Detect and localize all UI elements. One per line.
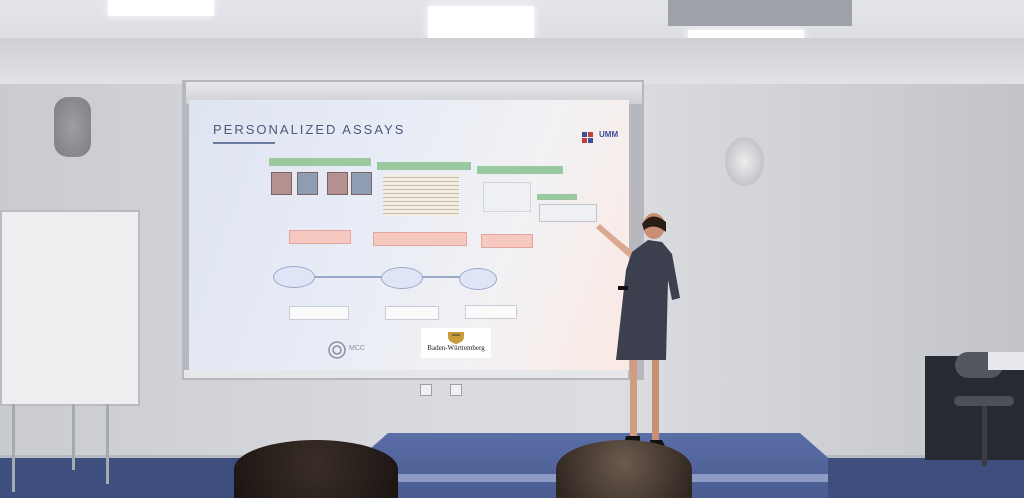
slide-title: PERSONALIZED ASSAYS (213, 122, 406, 137)
umm-logo-icon (581, 130, 627, 152)
flip-chart-leg (72, 404, 75, 470)
slide-title-rule (213, 142, 275, 144)
diagram-node (459, 268, 497, 290)
diagram-node (381, 267, 423, 289)
mcc-logo-text: MCC (349, 345, 365, 352)
presenter (596, 210, 686, 456)
wall-speaker (725, 137, 764, 186)
coat-of-arms-icon (445, 330, 467, 344)
baden-wuerttemberg-logo: Baden-Württemberg (421, 328, 491, 358)
data-table-thumbnail (383, 174, 459, 216)
chart-thumbnail (483, 182, 531, 212)
projector-screen-bottom-bar (184, 370, 628, 378)
diagram-box (481, 234, 533, 248)
bulkhead (0, 38, 1024, 84)
wall-speaker (54, 97, 91, 157)
cell-image-thumbnail (327, 172, 348, 195)
flip-chart (0, 210, 140, 406)
ceiling-light (428, 6, 534, 42)
flip-chart-leg (106, 404, 109, 484)
chair-leg (982, 406, 987, 466)
audience-head (234, 440, 398, 498)
diagram-box (289, 306, 349, 320)
diagram-node (273, 266, 315, 288)
diagram-header (269, 158, 371, 166)
desk-object (988, 352, 1024, 370)
chart-thumbnail (539, 204, 597, 222)
diagram-box (373, 232, 467, 246)
projector-screen-housing (186, 82, 642, 104)
mcc-logo (327, 340, 367, 360)
diagram-header (537, 194, 577, 200)
diagram-header (477, 166, 563, 174)
diagram-header (377, 162, 471, 170)
diagram-box (385, 306, 439, 320)
chair-seat (954, 396, 1014, 406)
baden-wuerttemberg-text: Baden-Württemberg (427, 344, 485, 352)
diagram-box (289, 230, 351, 244)
cell-image-thumbnail (351, 172, 372, 195)
audience-head (556, 440, 692, 498)
flip-chart-leg (12, 404, 15, 492)
ceiling-light (108, 0, 214, 16)
wall-outlet (420, 384, 432, 396)
cell-image-thumbnail (271, 172, 292, 195)
umm-logo-text: UMM (599, 130, 619, 139)
air-vent (668, 0, 852, 26)
wall-outlet (450, 384, 462, 396)
diagram-box (465, 305, 517, 319)
cell-image-thumbnail (297, 172, 318, 195)
projected-slide: PERSONALIZED ASSAYS UMM MCC (189, 100, 629, 370)
